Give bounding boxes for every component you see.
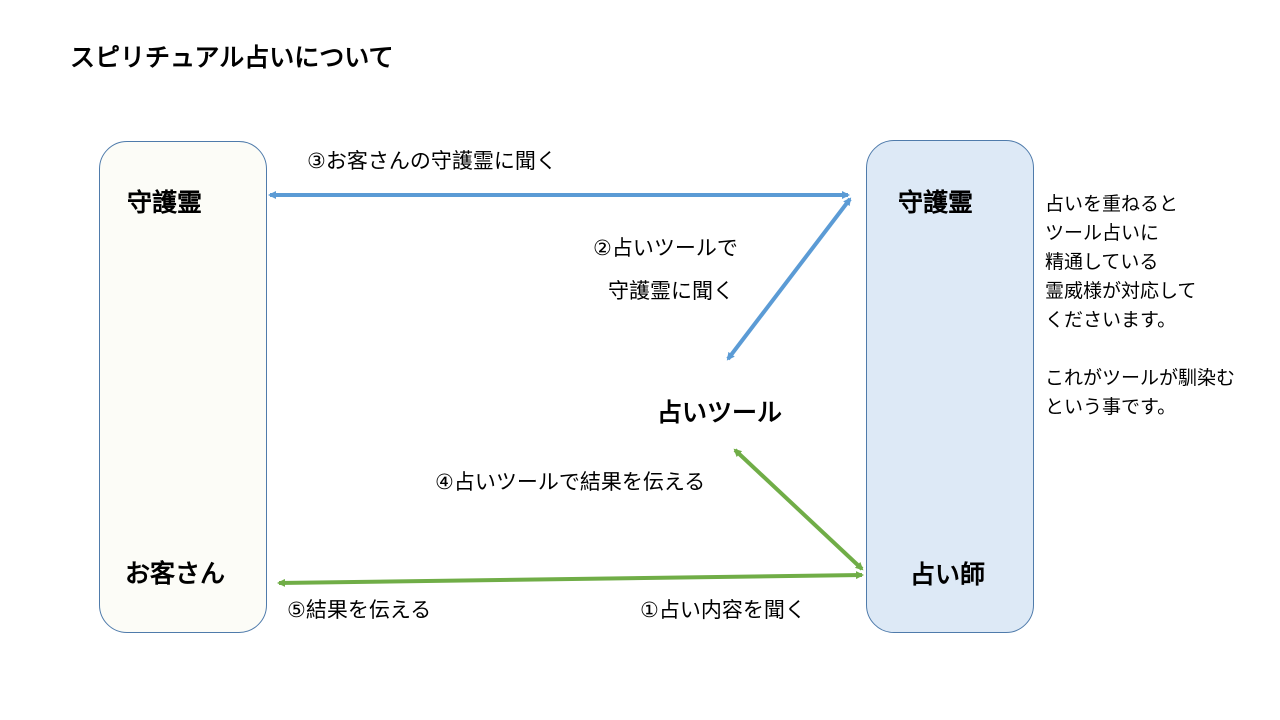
page-title: スピリチュアル占いについて: [70, 43, 394, 72]
node-customer-spirit: 守護霊: [127, 188, 203, 217]
label-step2-line1: ②占いツールで: [593, 236, 738, 260]
arrow-spirit-to-tool: [726, 197, 852, 361]
arrow-tool-to-teller: [733, 448, 864, 571]
label-step1: ①占い内容を聞く: [640, 598, 806, 622]
note-blank: [1045, 335, 1280, 364]
label-step2-line2: 守護霊に聞く: [608, 279, 734, 303]
customer-side-box: [99, 141, 267, 633]
note-line: 精通している: [1045, 251, 1159, 273]
node-fortune-tool: 占いツール: [657, 398, 783, 427]
note-line: という事です。: [1045, 396, 1177, 418]
label-step4: ④占いツールで結果を伝える: [435, 470, 706, 494]
node-teller-spirit: 守護霊: [898, 188, 974, 217]
note-line: これがツールが馴染む: [1045, 367, 1236, 389]
node-customer: お客さん: [125, 559, 226, 588]
note-line: 霊威様が対応して: [1045, 280, 1197, 302]
fortune-teller-side-box: [866, 140, 1034, 633]
node-fortune-teller: 占い師: [910, 560, 986, 589]
side-note: 占いを重ねると ツール占いに 精通している 霊威様が対応して くださいます。 こ…: [1045, 190, 1280, 422]
label-step3: ③お客さんの守護霊に聞く: [307, 149, 557, 173]
arrow-teller-to-customer: [277, 571, 864, 587]
note-line: くださいます。: [1045, 309, 1177, 331]
note-line: ツール占いに: [1045, 222, 1160, 244]
note-line: 占いを重ねると: [1045, 193, 1179, 215]
label-step5: ⑤結果を伝える: [287, 598, 432, 622]
